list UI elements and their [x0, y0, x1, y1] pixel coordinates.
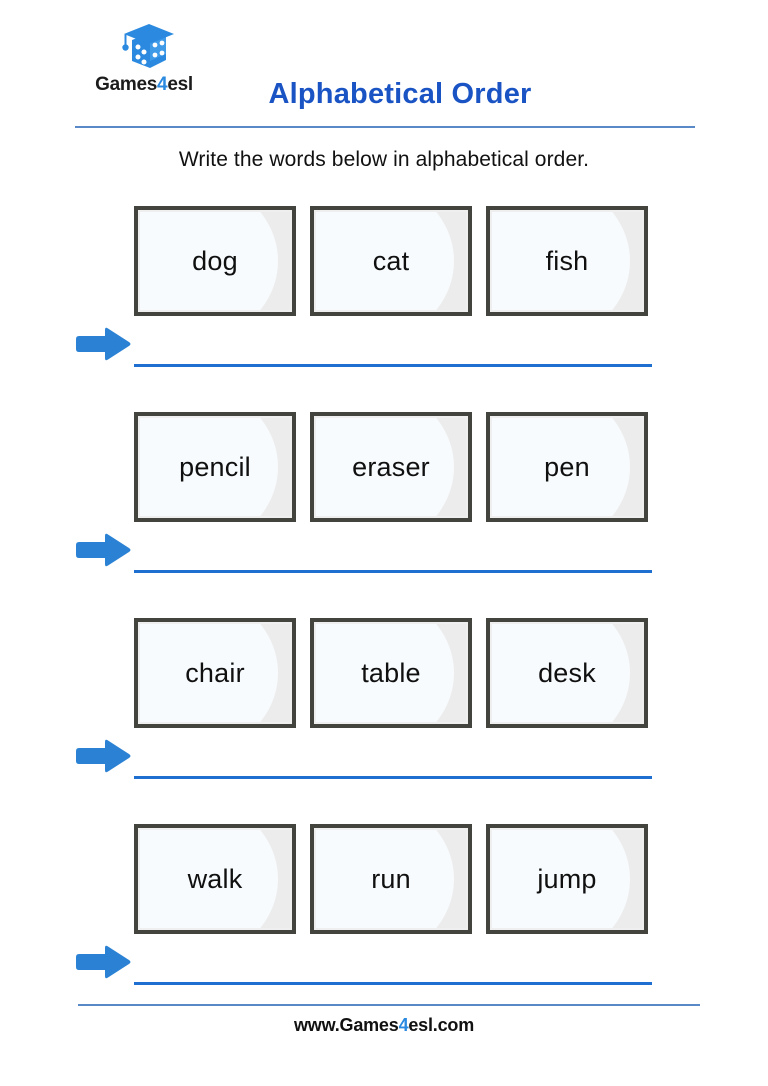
word-card-surface: [316, 830, 466, 928]
word-card-surface: [140, 418, 290, 516]
brand-name-accent: 4: [157, 74, 168, 95]
word-card-surface: [140, 624, 290, 722]
instruction-text: Write the words below in alphabetical or…: [178, 148, 590, 171]
word-card-label: dog: [192, 245, 238, 276]
word-card-sheen: [140, 418, 278, 516]
word-card[interactable]: pencil: [134, 412, 296, 522]
brand-name: Games4esl: [86, 74, 202, 96]
word-card-label: desk: [538, 657, 596, 688]
arrow-right-icon: [74, 944, 132, 980]
word-card-label: run: [371, 863, 411, 894]
word-card[interactable]: cat: [310, 206, 472, 316]
brand-name-before: Games: [95, 74, 158, 95]
word-card-label: jump: [537, 863, 597, 894]
word-card-sheen: [140, 624, 278, 722]
word-card-sheen: [316, 830, 454, 928]
word-card-label: cat: [372, 245, 410, 276]
word-card-label: pencil: [179, 451, 251, 482]
word-card[interactable]: desk: [486, 618, 648, 728]
word-card[interactable]: pen: [486, 412, 648, 522]
word-card-label: chair: [185, 657, 245, 688]
word-card[interactable]: chair: [134, 618, 296, 728]
footer-url-before: www.Games: [293, 1015, 399, 1035]
word-card-label: fish: [545, 245, 589, 276]
word-card[interactable]: fish: [486, 206, 648, 316]
word-card-sheen: [140, 830, 278, 928]
answer-area[interactable]: [0, 324, 768, 386]
exercise-row: pencil eraser pen: [0, 406, 768, 612]
footer-url-accent: 4: [398, 1015, 409, 1035]
word-card-sheen: [492, 418, 630, 516]
word-card-label: eraser: [352, 451, 430, 482]
word-card[interactable]: dog: [134, 206, 296, 316]
word-card-label: table: [361, 657, 421, 688]
word-card-sheen: [492, 624, 630, 722]
arrow-right-icon: [74, 532, 132, 568]
answer-line[interactable]: [134, 364, 652, 367]
word-card-group: dog cat fish: [134, 206, 648, 316]
word-card-sheen: [140, 212, 278, 310]
word-card-surface: [140, 830, 290, 928]
word-card-group: pencil eraser pen: [134, 412, 648, 522]
word-card-sheen: [492, 212, 630, 310]
answer-area[interactable]: [0, 736, 768, 798]
word-card-label: pen: [544, 451, 590, 482]
word-card-group: chair table desk: [134, 618, 648, 728]
word-card[interactable]: eraser: [310, 412, 472, 522]
word-card-group: walk run jump: [134, 824, 648, 934]
word-card-sheen: [316, 624, 454, 722]
answer-area[interactable]: [0, 530, 768, 592]
word-card-sheen: [492, 830, 630, 928]
word-card-sheen: [316, 418, 454, 516]
word-card-surface: [316, 212, 466, 310]
page-title: Alphabetical Order: [268, 78, 532, 110]
word-card-surface: [492, 212, 642, 310]
word-card-surface: [492, 418, 642, 516]
word-card-surface: [316, 624, 466, 722]
word-card-surface: [316, 418, 466, 516]
word-card-surface: [492, 830, 642, 928]
word-card-surface: [140, 212, 290, 310]
word-card[interactable]: walk: [134, 824, 296, 934]
answer-area[interactable]: [0, 942, 768, 1004]
arrow-right-icon: [74, 738, 132, 774]
header-divider: [75, 126, 695, 128]
word-card-sheen: [316, 212, 454, 310]
footer-url: www.Games4esl.com: [0, 1015, 768, 1036]
answer-line[interactable]: [134, 982, 652, 985]
word-card-label: walk: [187, 863, 243, 894]
footer-divider: [78, 1004, 700, 1006]
answer-line[interactable]: [134, 776, 652, 779]
word-card[interactable]: jump: [486, 824, 648, 934]
word-card-surface: [492, 624, 642, 722]
exercise-row: walk run jump: [0, 818, 768, 1024]
brand-name-after: esl: [167, 74, 193, 95]
graduation-cap-dice-icon: [108, 22, 176, 74]
word-card[interactable]: run: [310, 824, 472, 934]
arrow-right-icon: [74, 326, 132, 362]
footer-url-after: esl.com: [408, 1015, 475, 1035]
exercise-row: chair table desk: [0, 612, 768, 818]
answer-line[interactable]: [134, 570, 652, 573]
brand-logo: Games4esl: [86, 22, 202, 98]
exercise-rows: dog cat fish: [0, 200, 768, 1024]
worksheet-header: Games4esl Alphabetical Order Write the w…: [0, 0, 768, 171]
exercise-row: dog cat fish: [0, 200, 768, 406]
word-card[interactable]: table: [310, 618, 472, 728]
